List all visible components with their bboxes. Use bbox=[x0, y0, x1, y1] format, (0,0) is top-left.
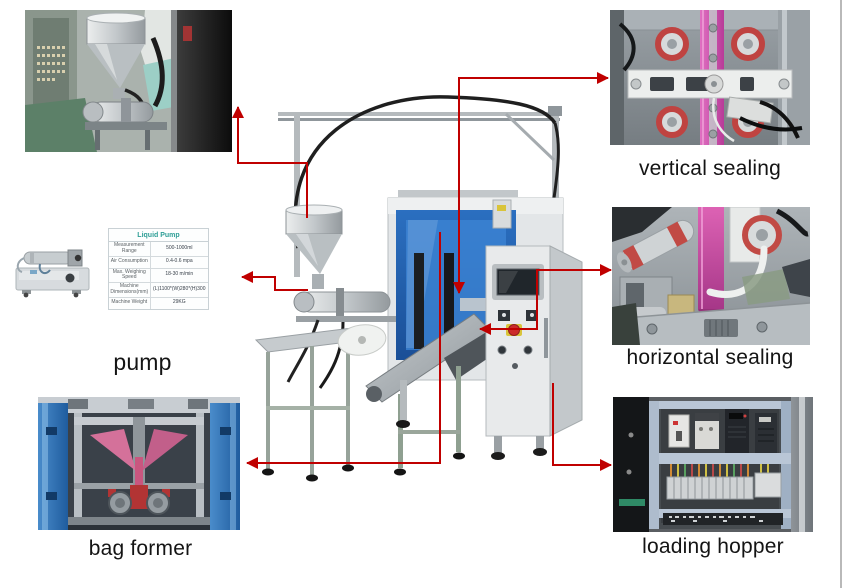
photo-pump-product bbox=[10, 240, 100, 298]
spec-row: Machine Weight 29KG bbox=[109, 297, 208, 309]
spec-value: 18-30 m/min bbox=[165, 271, 194, 278]
vertical-sealing-illustration bbox=[610, 10, 810, 145]
photo-horizontal-sealing bbox=[612, 207, 810, 345]
photo-loading-hopper bbox=[613, 397, 813, 532]
photo-pump-closeup bbox=[25, 10, 232, 152]
spec-value: (L)1100*(W)280*(H)300 bbox=[153, 285, 206, 292]
horizontal-sealing-illustration bbox=[612, 207, 810, 345]
spec-value: 29KG bbox=[172, 299, 186, 306]
spec-value: 0.4-0.6 mpa bbox=[165, 258, 193, 265]
label-pump: pump bbox=[113, 349, 172, 375]
photo-bag-former bbox=[38, 397, 240, 530]
spec-row: Measurement Range 500-1000ml bbox=[109, 242, 208, 257]
spec-row: Air Consumption 0.4-0.6 mpa bbox=[109, 256, 208, 269]
spec-table-title: Liquid Pump bbox=[109, 229, 208, 242]
spec-row: Max. Weighing Speed 18-30 m/min bbox=[109, 268, 208, 283]
photo-vertical-sealing bbox=[610, 10, 810, 145]
photo-main-machine bbox=[248, 48, 588, 518]
label-loading-hopper: loading hopper bbox=[642, 535, 784, 558]
loading-hopper-illustration bbox=[613, 397, 813, 532]
bag-former-illustration bbox=[38, 397, 240, 530]
liquid-pump-spec-table: Liquid Pump Measurement Range 500-1000ml… bbox=[108, 228, 209, 310]
spec-label: Air Consumption bbox=[109, 256, 151, 268]
spec-label: Max. Weighing Speed bbox=[109, 268, 151, 282]
label-bag-former: bag former bbox=[88, 537, 193, 560]
label-vertical-sealing: vertical sealing bbox=[638, 157, 782, 180]
spec-label: Machine Weight bbox=[109, 297, 151, 309]
label-horizontal-sealing: horizontal sealing bbox=[626, 346, 794, 369]
page-right-border bbox=[840, 0, 842, 588]
pump-closeup-illustration bbox=[25, 10, 232, 152]
spec-label: Measurement Range bbox=[109, 242, 151, 256]
spec-label: Machine Dimensions(mm) bbox=[109, 283, 151, 297]
spec-value: 500-1000ml bbox=[166, 244, 193, 251]
pump-product-illustration bbox=[10, 240, 100, 298]
main-machine-illustration bbox=[254, 95, 583, 482]
spec-row: Machine Dimensions(mm) (L)1100*(W)280*(H… bbox=[109, 283, 208, 298]
